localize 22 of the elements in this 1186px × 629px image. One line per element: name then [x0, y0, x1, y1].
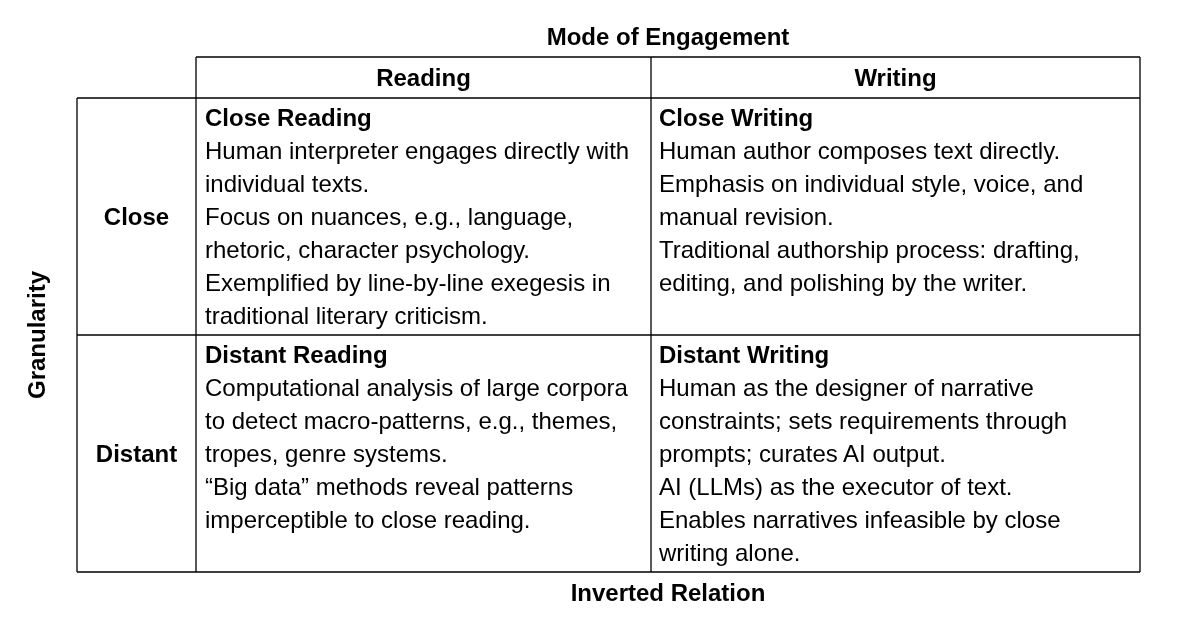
cell-text: Human interpreter engages directly with individual texts. — [205, 136, 631, 199]
cell-text: AI (LLMs) as the executor of text. — [659, 472, 1014, 502]
cell-text: “Big data” methods reveal patterns imperceptible to close reading. — [205, 472, 575, 535]
cell-text: Traditional authorship process: drafting, editing, and polishing by the writer. — [659, 235, 1081, 298]
axis-title: Mode of Engagement — [546, 22, 790, 52]
cell-text: Computational analysis of large corpora to detect macro-patterns, e.g., themes, tropes, genre systems. — [205, 373, 629, 469]
cell-heading: Distant Writing — [659, 340, 831, 370]
column-header: Reading — [376, 63, 471, 93]
cell-text: Emphasis on individual style, voice, and manual revision. — [659, 169, 1085, 232]
cell-text: Enables narratives infeasible by close writing alone. — [659, 505, 1062, 568]
cell-text: Human author composes text directly. — [659, 136, 1062, 166]
cell-heading: Close Writing — [659, 103, 815, 133]
cell-text: Human as the designer of narrative constraints; sets requirements through prompts; curates AI output. — [659, 373, 1069, 469]
cell-heading: Distant Reading — [205, 340, 389, 370]
column-header: Writing — [854, 63, 937, 93]
row-header: Distant — [95, 439, 178, 469]
axis-title: Inverted Relation — [570, 578, 766, 608]
cell-heading: Close Reading — [205, 103, 373, 133]
axis-title: Granularity — [22, 271, 51, 399]
row-header: Close — [103, 202, 170, 232]
cell-text: Focus on nuances, e.g., language, rhetoric, character psychology. — [205, 202, 575, 265]
cell-text: Exemplified by line-by-line exegesis in traditional literary criticism. — [205, 268, 612, 331]
